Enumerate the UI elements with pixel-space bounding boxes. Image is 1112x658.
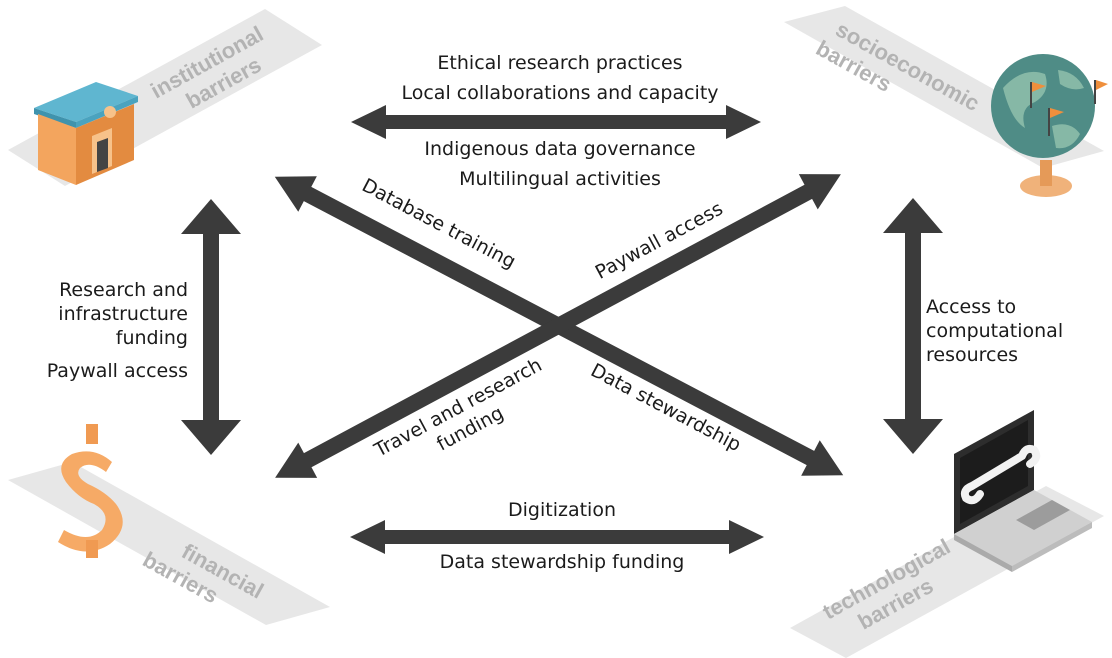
arrow-diagonal-bl-tr — [275, 174, 841, 478]
bottom-link-1: Digitization — [508, 499, 616, 521]
building-icon — [34, 82, 138, 185]
bottom-link-2: Data stewardship funding — [440, 551, 685, 573]
right-link-1: Access to — [926, 296, 1016, 318]
top-link-1: Ethical research practices — [437, 52, 682, 74]
dollar-sign-icon — [58, 424, 123, 558]
globe-with-flags-icon — [991, 54, 1108, 197]
left-link-4: Paywall access — [47, 360, 188, 382]
top-link-3: Indigenous data governance — [424, 138, 695, 160]
arrow-top — [351, 105, 761, 139]
top-link-2: Local collaborations and capacity — [401, 82, 718, 104]
top-link-4: Multilingual activities — [459, 168, 661, 190]
arrow-left — [181, 199, 241, 455]
arrow-right — [883, 198, 943, 454]
arrow-bottom — [350, 520, 764, 554]
right-link-2: computational — [926, 320, 1063, 342]
financial-panel — [8, 462, 330, 625]
left-link-1: Research and — [59, 279, 188, 301]
laptop-bone-icon — [954, 410, 1092, 572]
left-link-2: infrastructure — [58, 303, 188, 325]
left-link-3: funding — [116, 327, 188, 349]
right-link-3: resources — [926, 344, 1018, 366]
